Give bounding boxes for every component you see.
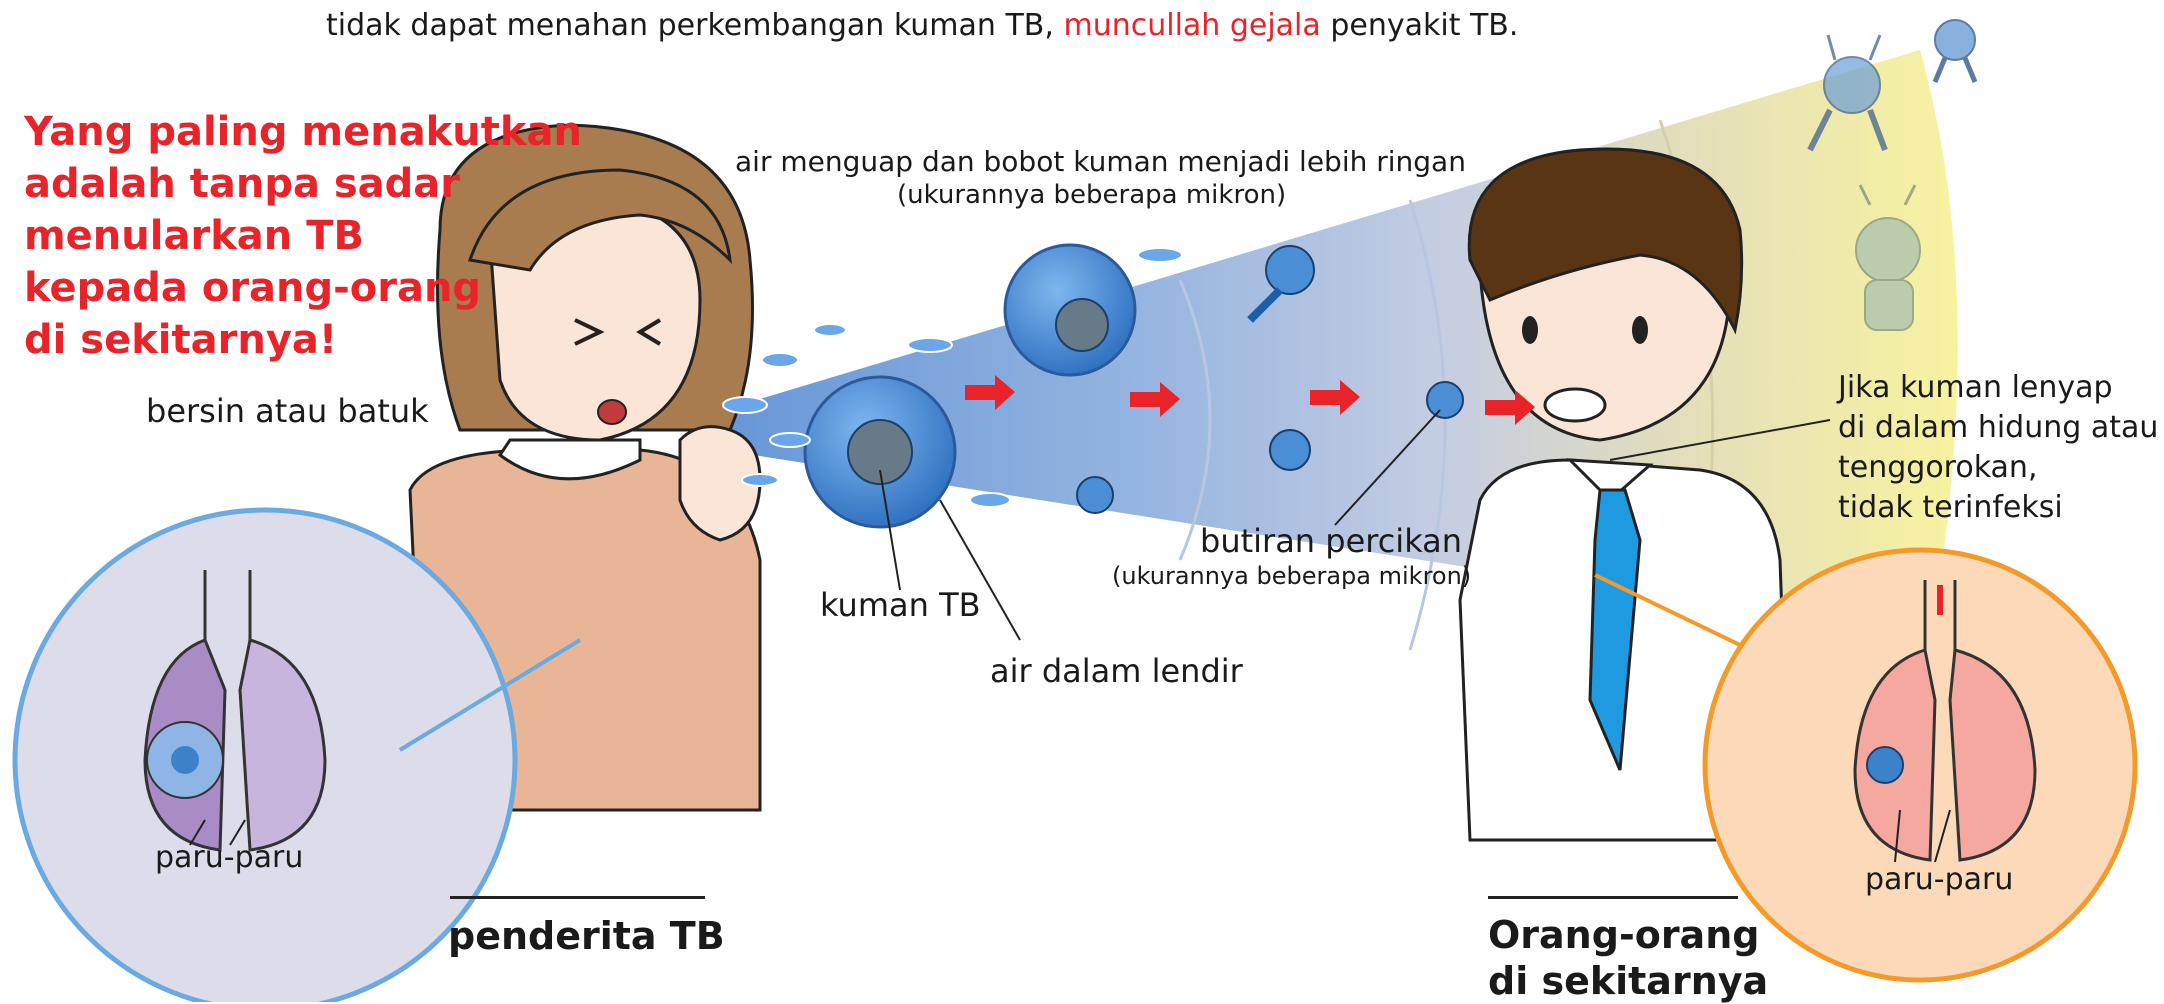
droplet-size-label: (ukurannya beberapa mikron)	[1112, 562, 1472, 590]
germ-small-3	[1426, 381, 1464, 419]
warning-heading: Yang paling menakutkan adalah tanpa sada…	[24, 106, 582, 366]
germ-bubble-medium	[1003, 243, 1137, 377]
patient-title-rule	[450, 896, 705, 899]
warning-line-5: di sekitarnya!	[24, 317, 338, 363]
sneeze-label: bersin atau batuk	[146, 392, 429, 430]
distant-germ-3	[1855, 184, 1921, 331]
droplet-label: butiran percikan	[1200, 522, 1463, 560]
no-infection-line-4: tidak terinfeksi	[1838, 490, 2063, 525]
germ-small-2	[1269, 429, 1311, 471]
lungs-label-right: paru-paru	[1865, 862, 2014, 897]
patient-title: penderita TB	[448, 914, 725, 958]
warning-line-3: menularkan TB	[24, 213, 364, 259]
no-infection-line-2: di dalam hidung atau	[1838, 410, 2159, 445]
distant-germ-2	[1932, 19, 1978, 83]
people-title-line-2: di sekitarnya	[1488, 959, 1769, 1003]
top-caption-highlight: muncullah gejala	[1063, 8, 1321, 43]
evaporate-label-line2: (ukurannya beberapa mikron)	[897, 180, 1287, 210]
people-title: Orang-orang di sekitarnya	[1488, 912, 1769, 1004]
droplets	[722, 247, 1183, 508]
no-infection-note: Jika kuman lenyap di dalam hidung atau t…	[1838, 368, 2158, 528]
bystander-lungs-inset	[1594, 547, 2138, 983]
bystander-figure	[1458, 147, 1792, 842]
germ-small-4	[1076, 476, 1114, 514]
mucus-water-label: air dalam lendir	[990, 652, 1243, 690]
patient-lungs-inset	[12, 507, 582, 1002]
leader-lines	[189, 409, 1951, 863]
warning-line-4: kepada orang-orang	[24, 265, 482, 311]
no-infection-line-3: tenggorokan,	[1838, 450, 2038, 485]
no-infection-line-1: Jika kuman lenyap	[1838, 370, 2113, 405]
top-caption-part1: tidak dapat menahan perkembangan kuman T…	[326, 8, 1054, 43]
germ-small-1	[1247, 245, 1315, 323]
lungs-label-left: paru-paru	[155, 840, 304, 875]
distant-germ-1	[1807, 34, 1888, 152]
people-title-rule	[1488, 896, 1738, 899]
warning-line-2: adalah tanpa sadar	[24, 161, 461, 207]
germ-label: kuman TB	[820, 586, 981, 624]
top-caption-part2: penyakit TB.	[1330, 8, 1519, 43]
top-caption: tidak dapat menahan perkembangan kuman T…	[326, 8, 1518, 43]
germ-bubble-large	[803, 375, 957, 529]
people-title-line-1: Orang-orang	[1488, 913, 1760, 957]
warning-line-1: Yang paling menakutkan	[24, 109, 582, 155]
evaporate-label-line1: air menguap dan bobot kuman menjadi lebi…	[735, 145, 1466, 178]
flow-arrows	[965, 375, 1535, 425]
